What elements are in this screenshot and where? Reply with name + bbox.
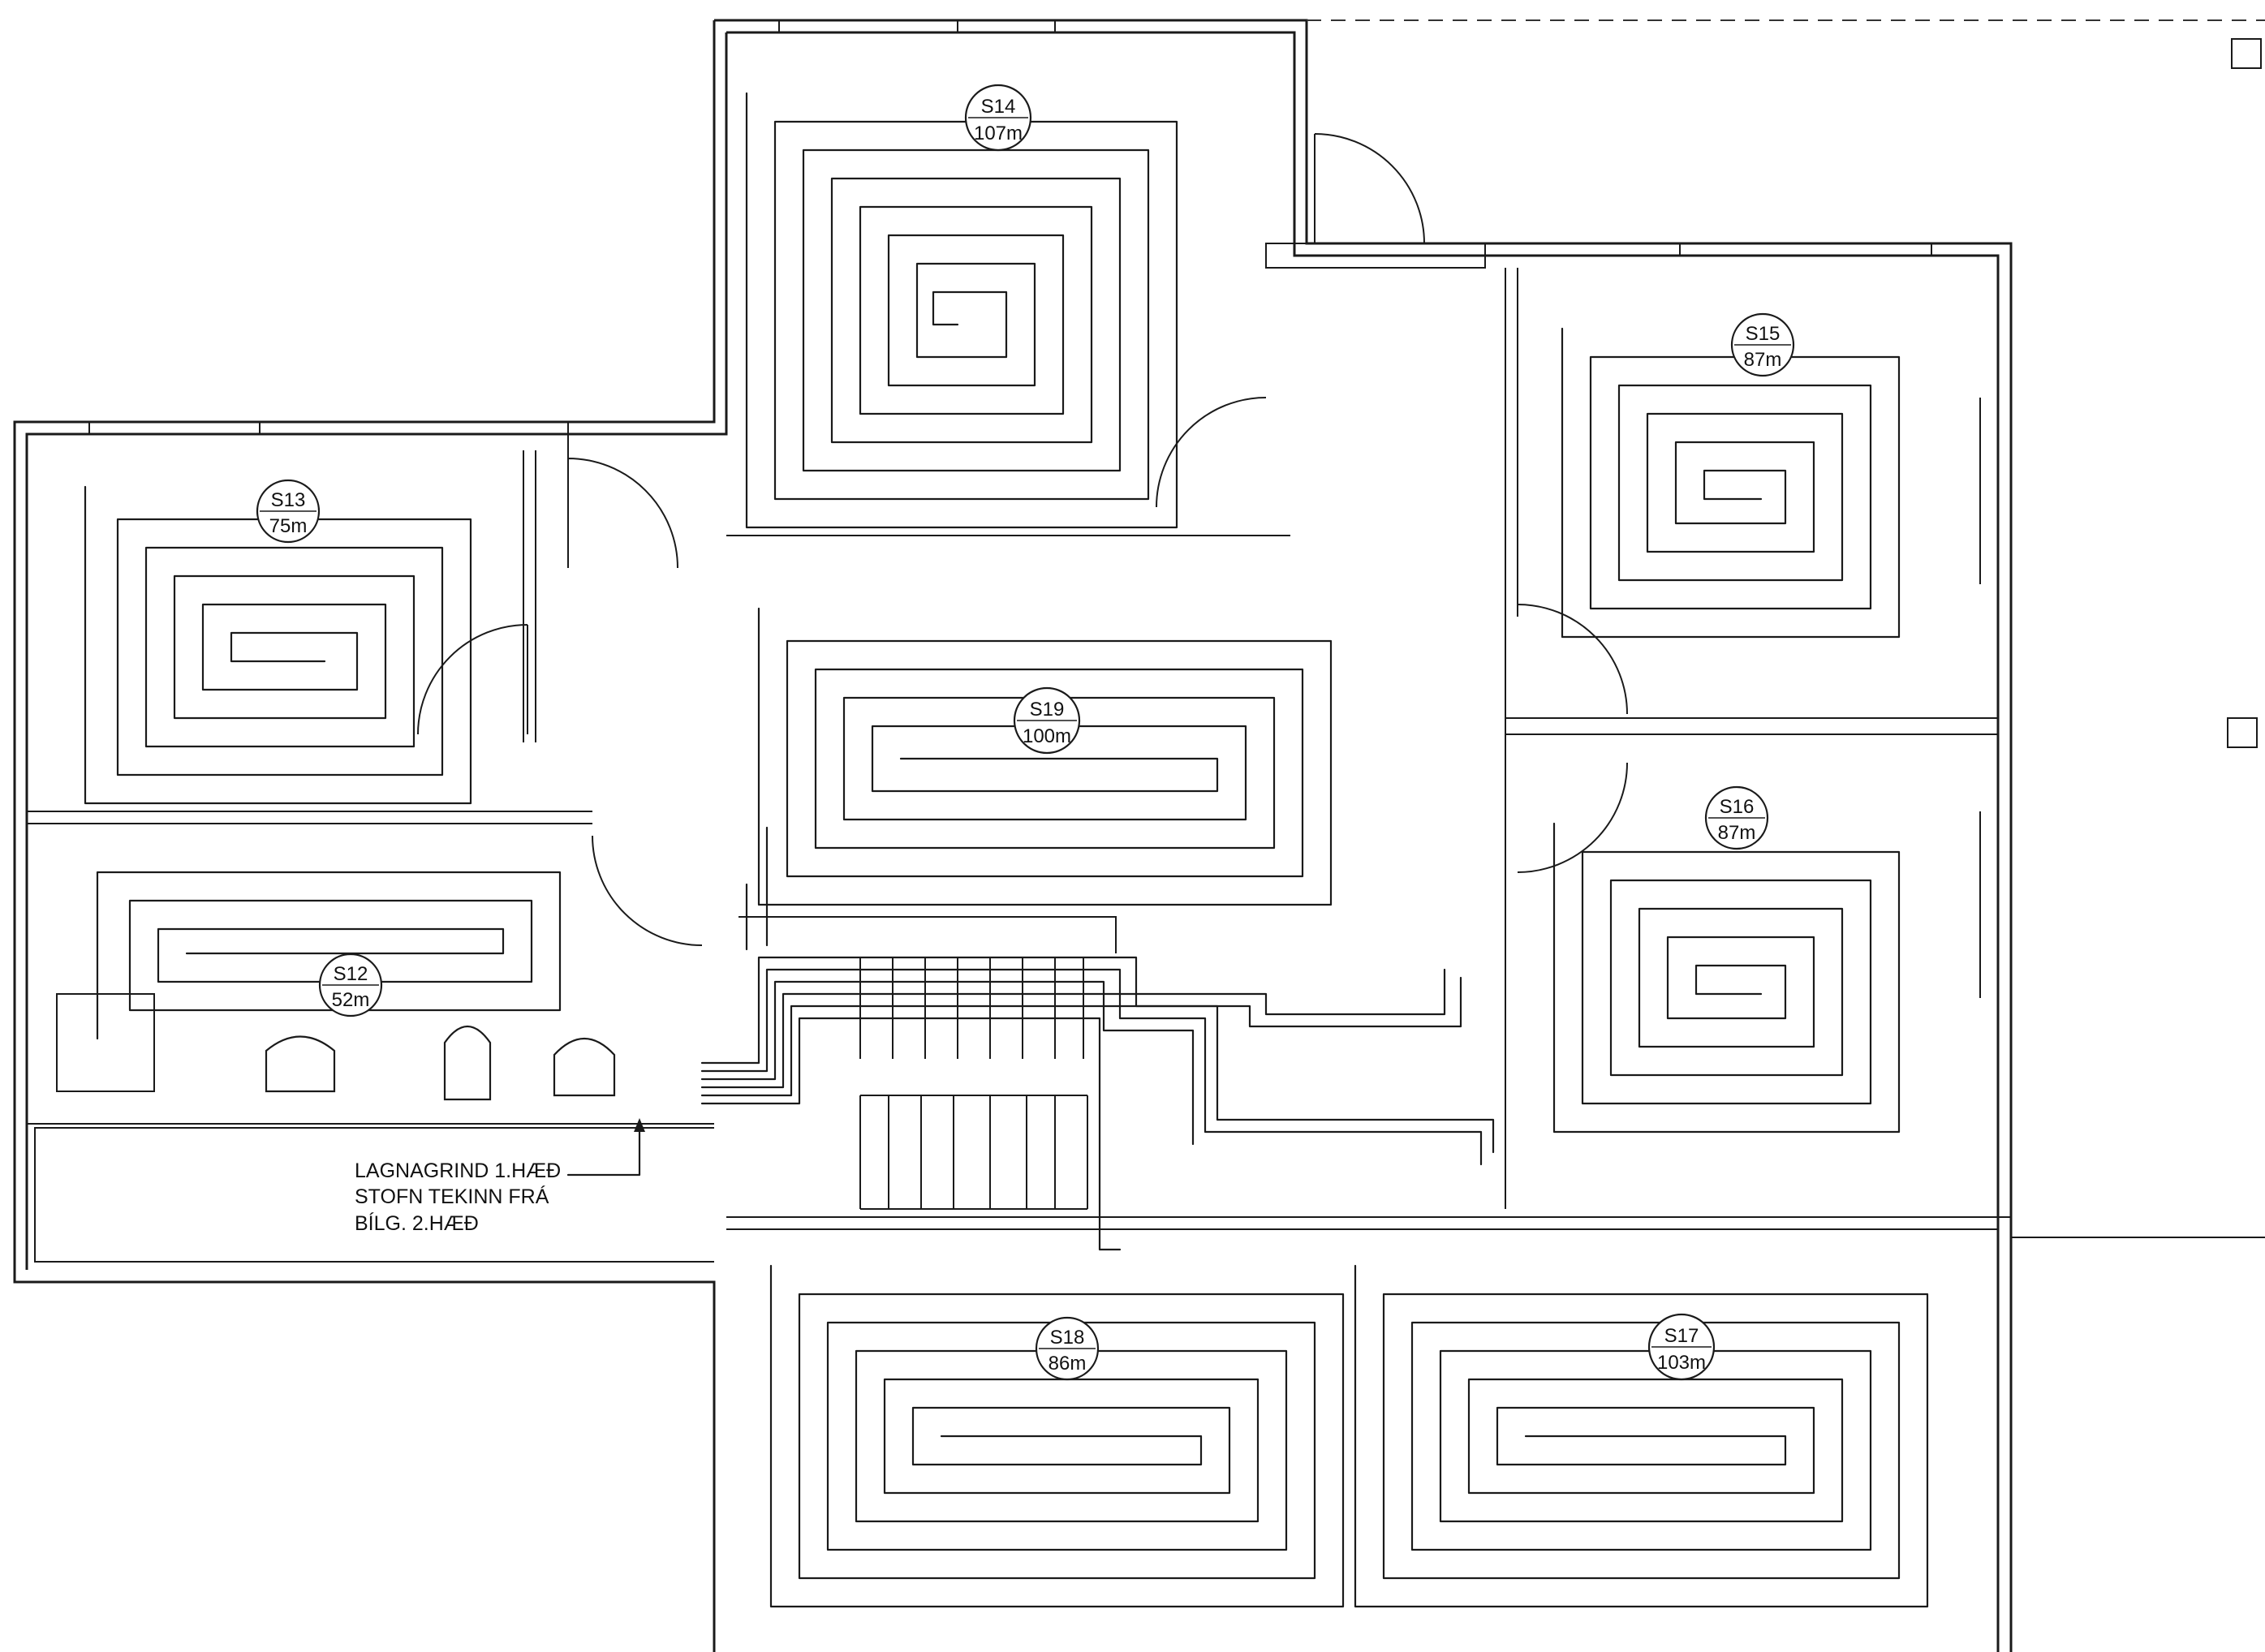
circuit-s17-pipe — [1354, 1264, 1929, 1608]
tag-s12-length: 52m — [332, 989, 370, 1011]
circuit-s16-pipe — [1552, 822, 1901, 1134]
tag-s18-length: 86m — [1049, 1353, 1087, 1375]
marker-square — [2231, 38, 2262, 69]
tag-s12-label: S12 — [334, 963, 368, 985]
tag-s15-length: 87m — [1744, 349, 1782, 371]
circuit-s18-pipe — [769, 1264, 1345, 1608]
tag-s15: S15 87m — [1730, 312, 1795, 377]
tag-s19-label: S19 — [1030, 699, 1065, 721]
tag-s16: S16 87m — [1704, 785, 1769, 850]
manifold-note-line3: BÍLG. 2.HÆÐ — [355, 1211, 479, 1235]
circuit-s12-pipe — [96, 871, 562, 1040]
tag-s14-length: 107m — [974, 123, 1023, 144]
tag-s18: S18 86m — [1035, 1316, 1100, 1381]
tag-s12: S12 52m — [318, 953, 383, 1017]
tag-s13-label: S13 — [271, 489, 306, 511]
tag-s18-label: S18 — [1050, 1327, 1085, 1349]
circuit-s19-pipe — [757, 607, 1333, 906]
tag-s17-label: S17 — [1664, 1325, 1699, 1347]
tag-s13: S13 75m — [256, 479, 321, 544]
manifold-note-line1: LAGNAGRIND 1.HÆÐ — [355, 1159, 561, 1182]
tag-s19: S19 100m — [1013, 686, 1081, 755]
manifold-note: LAGNAGRIND 1.HÆÐ STOFN TEKINN FRÁ BÍLG. … — [355, 1118, 645, 1235]
manifold-note-line2: STOFN TEKINN FRÁ — [355, 1185, 549, 1208]
heating-circuits — [84, 92, 1929, 1608]
bathroom-fixtures — [56, 993, 616, 1101]
tag-s19-length: 100m — [1023, 725, 1071, 747]
tag-s15-label: S15 — [1746, 323, 1781, 345]
tag-s16-label: S16 — [1720, 796, 1755, 818]
exterior-walls — [13, 19, 2013, 1652]
tag-s14-label: S14 — [981, 96, 1016, 118]
supply-lines — [700, 826, 1495, 1251]
tag-s16-length: 87m — [1718, 822, 1756, 844]
circuit-s14-pipe — [745, 92, 1178, 529]
tag-s17-length: 103m — [1657, 1352, 1706, 1374]
marker-square — [2227, 717, 2258, 748]
staircase — [859, 957, 1088, 1210]
tag-s17: S17 103m — [1647, 1313, 1716, 1381]
circuit-s15-pipe — [1561, 327, 1901, 639]
tag-s13-length: 75m — [269, 515, 308, 537]
tag-s14: S14 107m — [964, 84, 1032, 152]
circuit-s13-pipe — [84, 485, 472, 805]
